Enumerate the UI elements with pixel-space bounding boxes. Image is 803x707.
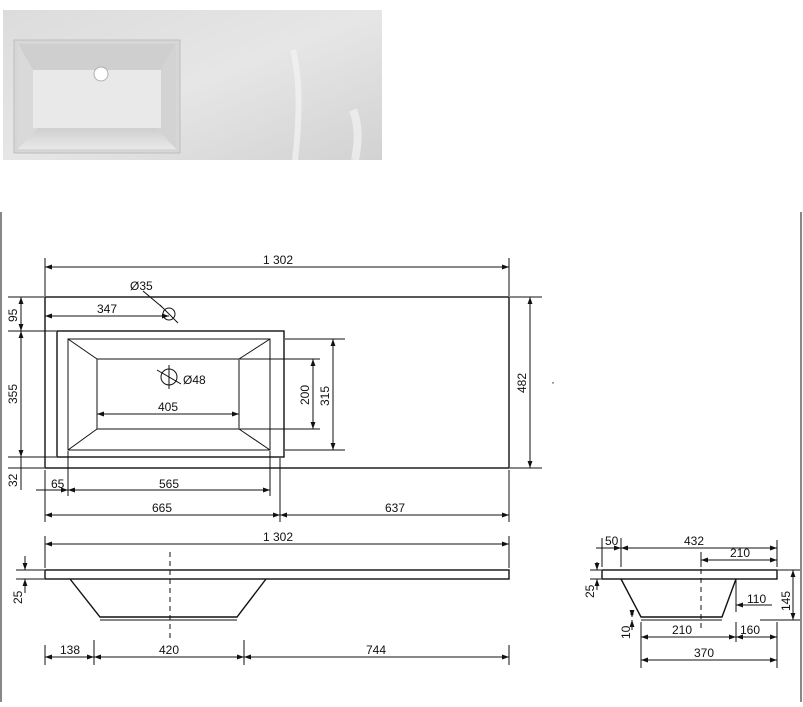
svg-text:·: · bbox=[551, 375, 555, 389]
right-deck-label: 637 bbox=[385, 501, 405, 515]
front-view: 1 302 25 138 420 744 bbox=[11, 530, 510, 665]
side-rear-offset-label: 160 bbox=[740, 623, 760, 637]
front-overall-width-label: 1 302 bbox=[263, 530, 293, 544]
basin-outer-rim bbox=[56, 330, 285, 458]
drain-diameter-label: Ø48 bbox=[183, 373, 206, 387]
plan-view: Ø35 Ø48 1 302 347 405 200 315 482 · bbox=[6, 253, 555, 522]
plan-overall-width-label: 1 302 bbox=[263, 253, 293, 267]
side-thickness-label: 25 bbox=[583, 584, 597, 598]
basin-bottom bbox=[96, 358, 240, 430]
side-drain-offset-label: 110 bbox=[747, 592, 766, 606]
basin-width-label: 565 bbox=[159, 477, 179, 491]
left-to-basin-label: 665 bbox=[152, 501, 172, 515]
side-slab bbox=[601, 569, 778, 580]
side-front-margin-label: 50 bbox=[605, 534, 619, 548]
basin-height-label: 355 bbox=[6, 384, 20, 404]
side-overall-depth-label: 370 bbox=[694, 646, 714, 660]
left-margin-label: 65 bbox=[51, 477, 65, 491]
product-photo bbox=[3, 10, 382, 161]
side-bottom-thickness-label: 10 bbox=[619, 625, 633, 639]
side-bowl-bottom-label: 210 bbox=[672, 623, 692, 637]
photo-basin-front-wall bbox=[18, 128, 176, 149]
tap-hole-diameter-label: Ø35 bbox=[130, 279, 153, 293]
front-thickness-label: 25 bbox=[11, 590, 25, 604]
bottom-margin-label: 32 bbox=[6, 473, 20, 487]
photo-basin-back-wall bbox=[18, 44, 176, 70]
front-bowl bbox=[69, 578, 267, 618]
side-bowl bbox=[620, 578, 737, 618]
side-view: 50 432 210 25 145 110 10 2 bbox=[583, 534, 800, 668]
side-height-label: 145 bbox=[779, 591, 793, 611]
photo-drain bbox=[93, 66, 109, 82]
front-bowl-bottom-label: 420 bbox=[159, 643, 179, 657]
basin-inner-width-label: 405 bbox=[158, 400, 178, 414]
front-right-offset-label: 744 bbox=[366, 643, 386, 657]
basin-outer-depth-label: 315 bbox=[318, 386, 332, 406]
basin-inner-depth-label: 200 bbox=[298, 385, 312, 405]
side-basin-depth-label: 432 bbox=[684, 534, 704, 548]
front-slab bbox=[44, 569, 510, 580]
tap-offset-label: 347 bbox=[97, 302, 117, 316]
top-margin-label: 95 bbox=[6, 308, 20, 322]
side-center-offset-label: 210 bbox=[730, 546, 750, 560]
front-left-offset-label: 138 bbox=[60, 643, 80, 657]
basin-inner-rim bbox=[67, 338, 271, 451]
plan-outline bbox=[44, 296, 510, 469]
total-depth-label: 482 bbox=[515, 373, 529, 393]
